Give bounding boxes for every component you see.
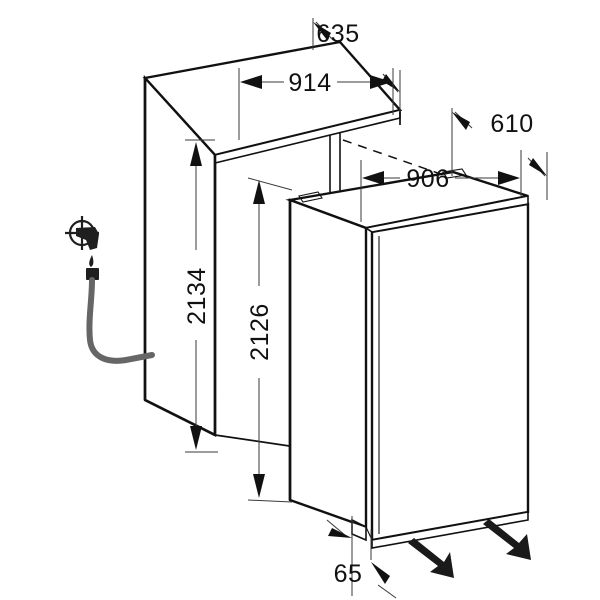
tap-body-icon (76, 227, 99, 250)
water-tap-connection (65, 216, 155, 364)
dimension-appliance-width: 906 (360, 150, 522, 222)
niche-top-inner-edge (144, 77, 216, 156)
water-droplet-icon (89, 255, 94, 267)
water-supply-hose (86, 277, 155, 364)
dim-65-leader-right (377, 584, 397, 599)
niche-left-bottom-edge (144, 398, 216, 437)
appliance-bottom-left-edge (289, 499, 367, 528)
dim-2126-label: 2126 (246, 303, 274, 361)
dimension-appliance-height: 2126 (246, 177, 293, 503)
dimension-appliance-depth: 610 (451, 108, 548, 200)
dim-2134-label: 2134 (183, 267, 211, 325)
dimension-niche-depth: 635 (312, 18, 401, 112)
dimension-niche-height: 2134 (183, 139, 218, 453)
dimension-plinth-gap: 65 (326, 516, 397, 599)
dimension-niche-width: 914 (238, 68, 394, 140)
dim-2126-ext-bottom (247, 499, 293, 503)
dim-2134-arrow-bottom (190, 426, 202, 450)
dim-914-arrow-right (370, 75, 392, 89)
door-top-reveal (363, 195, 529, 233)
dim-2126-arrow-bottom (253, 474, 265, 498)
dim-914-arrow-left (240, 75, 262, 89)
dim-65-arrow-left (328, 528, 352, 538)
appliance-body (285, 168, 530, 549)
dim-65-label: 65 (334, 560, 363, 588)
hinge-bracket-left-icon (298, 191, 323, 203)
dim-65-arrow-right (371, 562, 390, 584)
dim-906-arrow-left (362, 171, 384, 185)
dim-635-arrow-left (313, 22, 331, 40)
dim-635-label: 635 (316, 20, 359, 48)
dim-914-label: 914 (288, 69, 331, 97)
hose-coupling-icon (86, 268, 99, 280)
dim-906-arrow-right (498, 171, 520, 185)
airflow-indicators (408, 519, 531, 578)
dim-635-arrow-right (382, 74, 400, 92)
airflow-exhaust-arrow (483, 519, 531, 560)
dim-610-arrow-left (452, 112, 470, 130)
dim-610-arrow-right (529, 158, 547, 176)
alignment-dashed-line (342, 139, 453, 179)
dim-65-leader-left (326, 519, 347, 537)
hinge-bracket-right-icon (442, 168, 467, 179)
dim-906-label: 906 (406, 165, 449, 193)
dim-610-label: 610 (490, 110, 533, 138)
dim-2126-arrow-top (253, 180, 265, 204)
appliance-door (370, 202, 530, 542)
appliance-left-face (288, 198, 368, 529)
airflow-intake-arrow (408, 538, 454, 578)
dim-2134-arrow-top (190, 142, 202, 166)
dim-2126-ext-top (247, 177, 293, 191)
